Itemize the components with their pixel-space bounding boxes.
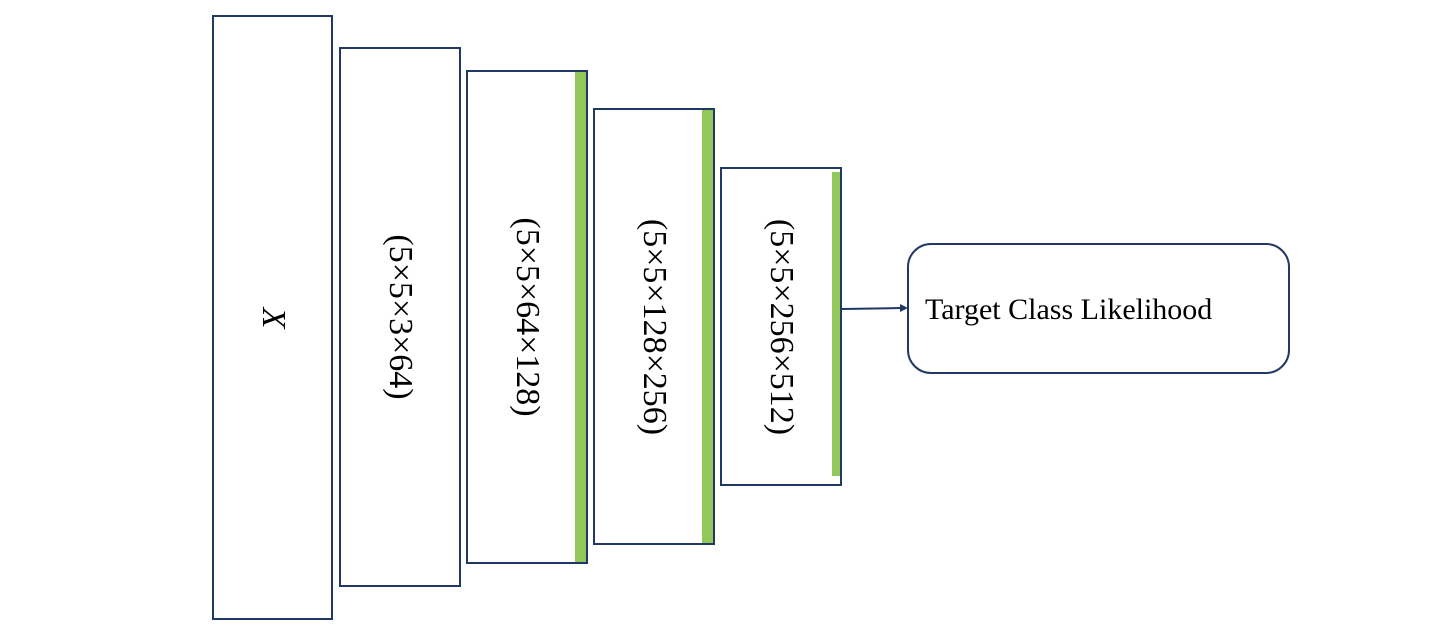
- output-arrow: [841, 304, 908, 312]
- conv-layer-2-label: (5×5×64×128): [509, 217, 546, 417]
- output-label: Target Class Likelihood: [925, 293, 1213, 326]
- conv-layer-2-block: (5×5×64×128): [466, 70, 588, 564]
- conv-layer-4-label: (5×5×256×512): [763, 218, 800, 435]
- input-layer-block: X: [212, 15, 333, 620]
- conv-layer-3-accent-bar: [702, 110, 713, 543]
- input-layer-label: X: [254, 307, 292, 328]
- conv-layer-1-label: (5×5×3×64): [382, 234, 419, 400]
- conv-layer-4-accent-bar: [832, 172, 840, 476]
- output-box: Target Class Likelihood: [907, 243, 1290, 374]
- conv-layer-2-accent-bar: [575, 72, 586, 562]
- conv-layer-4-block: (5×5×256×512): [720, 167, 842, 486]
- conv-layer-3-block: (5×5×128×256): [593, 108, 715, 545]
- conv-layer-1-block: (5×5×3×64): [339, 47, 461, 587]
- conv-layer-3-label: (5×5×128×256): [636, 218, 673, 435]
